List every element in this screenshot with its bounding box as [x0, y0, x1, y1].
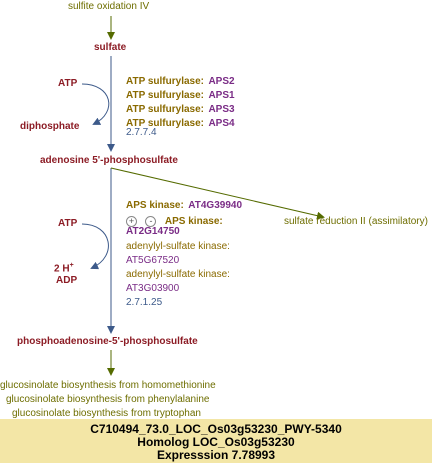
enzyme-row-aps3: ATP sulfurylase: APS3 — [126, 100, 235, 116]
info-line-expression: Expresssion 7.78993 — [156, 448, 276, 462]
metabolite-paps[interactable]: phosphoadenosine-5'-phosphosulfate — [17, 336, 198, 347]
enzyme-name: APS kinase: — [164, 216, 223, 227]
cofactor-atp-step2: ATP — [58, 218, 78, 229]
ec-number-step1[interactable]: 2.7.7.4 — [126, 127, 157, 138]
cofactor-curve-step1 — [81, 83, 110, 125]
enzyme-name: ATP sulfurylase: — [126, 104, 204, 115]
enzyme-name-adenylyl-2: adenylyl-sulfate kinase: — [126, 269, 230, 280]
enzyme-name-adenylyl-1: adenylyl-sulfate kinase: — [126, 241, 230, 252]
cofactor-curve-step2 — [81, 223, 109, 270]
cofactor-2h: 2 H+ — [54, 262, 74, 274]
enzyme-row-at2g14750: + - APS kinase: — [126, 212, 223, 228]
enzyme-name: ATP sulfurylase: — [126, 76, 204, 87]
cofactor-adp: ADP — [56, 275, 78, 286]
pathway-link-glucosinolate-homomethionine[interactable]: glucosinolate biosynthesis from homometh… — [0, 380, 216, 391]
cofactor-atp-step1: ATP — [58, 78, 78, 89]
pathway-link-sulfate-reduction[interactable]: sulfate reduction II (assimilatory) — [284, 216, 428, 227]
enzyme-row-aps1: ATP sulfurylase: APS1 — [126, 86, 235, 102]
enzyme-row-at4g39940: APS kinase: AT4G39940 — [126, 196, 242, 212]
cofactor-2h-base: 2 H — [54, 263, 70, 275]
gene-link-aps2[interactable]: APS2 — [208, 76, 235, 87]
cofactor-diphosphate: diphosphate — [20, 121, 80, 132]
gene-link-at3g03900[interactable]: AT3G03900 — [126, 283, 180, 294]
info-line-homolog: Homolog LOC_Os03g53230 — [137, 435, 295, 449]
metabolite-aps[interactable]: adenosine 5'-phosphosulfate — [40, 155, 178, 166]
enzyme-row-aps4: ATP sulfurylase: APS4 — [126, 114, 235, 130]
cofactor-2h-sup: + — [69, 262, 74, 269]
gene-link-aps1[interactable]: APS1 — [208, 90, 235, 101]
arrow-side-pathway — [110, 167, 325, 220]
enzyme-name: ATP sulfurylase: — [126, 90, 204, 101]
pathway-link-glucosinolate-phenylalanine[interactable]: glucosinolate biosynthesis from phenylal… — [6, 394, 210, 405]
gene-link-at5g67520[interactable]: AT5G67520 — [126, 255, 180, 266]
enzyme-name: APS kinase: — [126, 200, 184, 211]
gene-link-at4g39940[interactable]: AT4G39940 — [188, 200, 243, 211]
gene-link-aps4[interactable]: APS4 — [208, 118, 235, 129]
enzyme-row-aps2: ATP sulfurylase: APS2 — [126, 72, 235, 88]
pathway-link-glucosinolate-tryptophan[interactable]: glucosinolate biosynthesis from tryptoph… — [12, 408, 201, 419]
metabolite-sulfate[interactable]: sulfate — [94, 42, 127, 53]
gene-link-aps3[interactable]: APS3 — [208, 104, 235, 115]
gene-link-at2g14750[interactable]: AT2G14750 — [126, 226, 180, 237]
info-line-id: C710494_73.0_LOC_Os03g53230_PWY-5340 — [90, 422, 342, 436]
enzyme-name: ATP sulfurylase: — [126, 118, 204, 129]
info-panel: C710494_73.0_LOC_Os03g53230_PWY-5340 Hom… — [0, 419, 432, 463]
pathway-link-sulfite-oxidation[interactable]: sulfite oxidation IV — [68, 1, 150, 12]
ec-number-step2[interactable]: 2.7.1.25 — [126, 297, 163, 308]
